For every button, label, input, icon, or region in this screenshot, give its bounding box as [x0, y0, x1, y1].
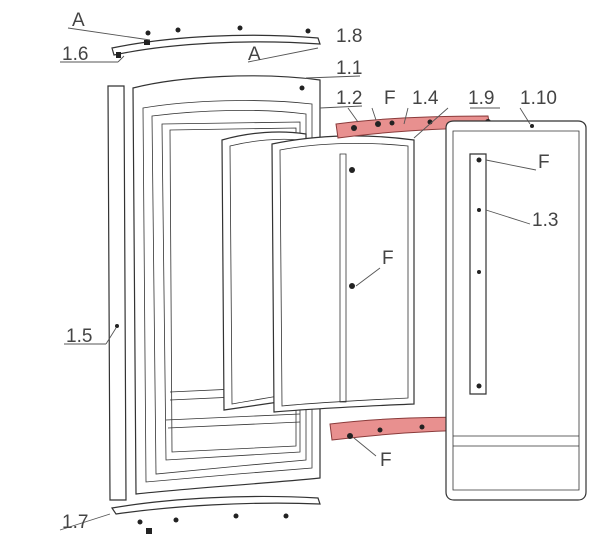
- callout-labels: A 1.6 1.8 A 1.1 1.2 F 1.4 1.9 1.10 F 1.3…: [62, 10, 558, 533]
- outer-door-gasket: [445, 120, 587, 501]
- label-f-mid: F: [382, 248, 394, 269]
- leader-lines: [59, 27, 537, 531]
- bottom-hinge-bar: [110, 495, 321, 534]
- glass-pane-front: [271, 135, 415, 413]
- label-1-5: 1.5: [66, 326, 92, 347]
- left-seal-strip: [107, 85, 127, 501]
- label-a-top: A: [72, 10, 85, 31]
- label-1-10: 1.10: [520, 88, 557, 109]
- label-a-mid: A: [248, 44, 261, 65]
- label-1-2: 1.2: [336, 88, 362, 109]
- label-f-top: F: [384, 88, 396, 109]
- label-1-1: 1.1: [336, 58, 362, 79]
- label-1-6: 1.6: [62, 44, 88, 65]
- label-1-4: 1.4: [412, 88, 439, 109]
- label-1-8: 1.8: [336, 26, 362, 47]
- label-1-9: 1.9: [468, 88, 494, 109]
- label-f-bottom: F: [380, 450, 392, 471]
- label-1-7: 1.7: [62, 512, 88, 533]
- top-hinge-bar: [111, 25, 321, 58]
- label-1-3: 1.3: [532, 210, 558, 231]
- label-f-right: F: [538, 152, 550, 173]
